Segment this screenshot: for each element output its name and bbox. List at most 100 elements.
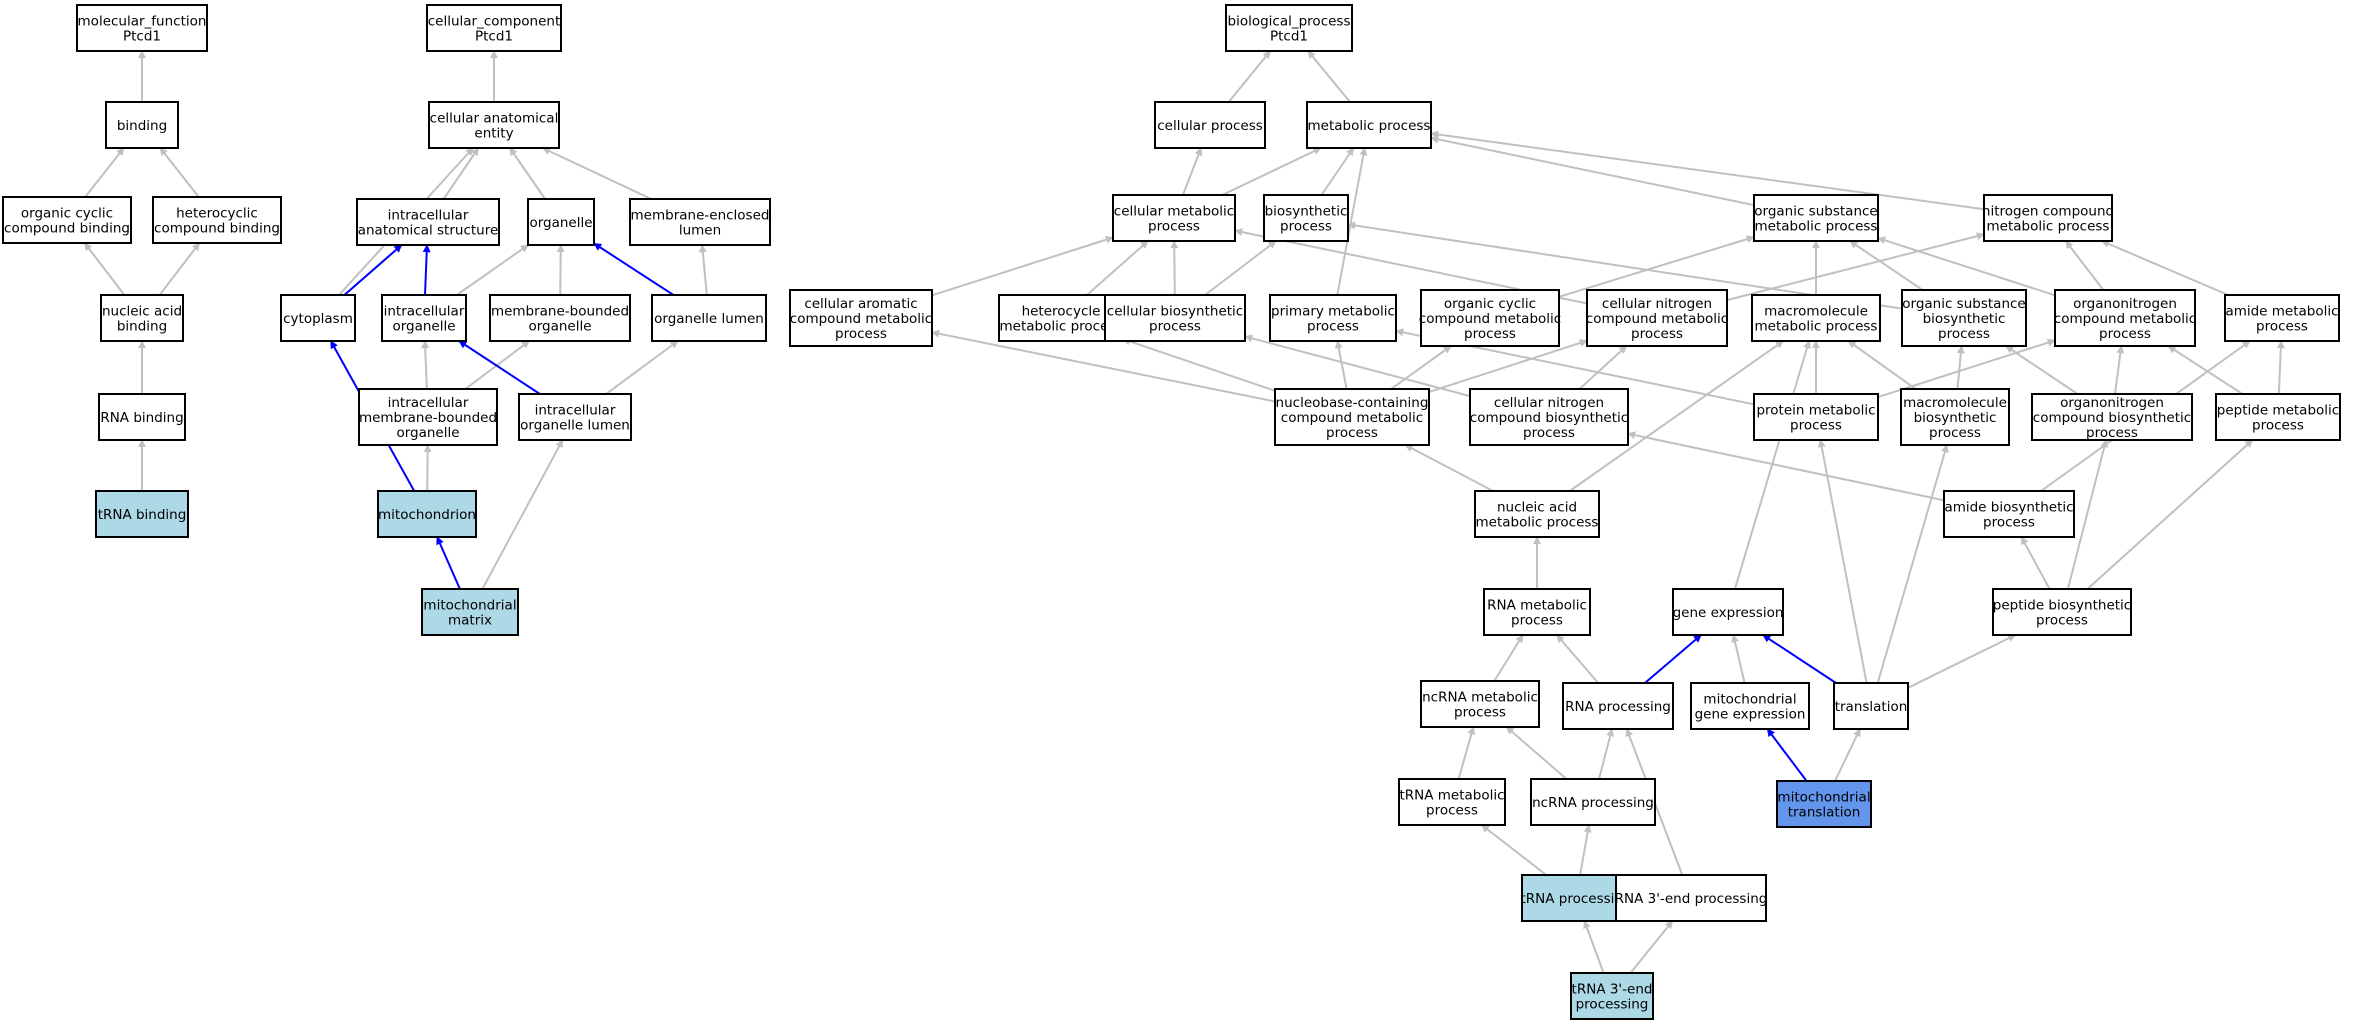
go-term-node-mito[interactable]: mitochondrion [377,490,477,538]
node-label: compound metabolic [1419,311,1561,327]
node-label: mitochondrial [1777,790,1870,806]
edge-org_lumen-to-organelle [593,242,675,296]
node-box [381,294,467,342]
go-term-node-cell-proc[interactable]: cellular process [1154,101,1266,149]
go-term-node-organelle[interactable]: organelle [527,198,595,246]
edge-line [1430,135,1755,207]
edge-line [509,147,546,200]
node-label: intracellular [388,395,469,411]
node-label: gene expression [1673,605,1784,621]
node-label: membrane-bounded [359,410,497,426]
edge-line [593,242,675,296]
edge-line [1877,338,2056,399]
node-box [2031,393,2193,441]
node-label: process [1307,319,1359,335]
edge-ncrna_proc-to-rna_proc [1598,728,1615,780]
edge-line [442,147,480,200]
go-term-node-trna-bind[interactable]: tRNA binding [95,490,189,538]
node-box [1420,680,1540,728]
edge-line [1733,340,1811,590]
node-label: metabolic process [1755,219,1878,235]
go-term-node-trna-proc[interactable]: tRNA processing [1520,874,1632,922]
node-box [421,588,519,636]
edge-cell_met-to-met_proc [1221,147,1322,196]
go-term-node-translation[interactable]: translation [1833,682,1909,730]
edge-line [458,340,541,395]
edge-intra_org-to-organelle [456,244,529,296]
edge-line [1244,334,1471,398]
edge-line [1762,634,1837,684]
edge-met_proc-to-bp_root [1307,50,1351,103]
node-label: organic substance [1754,204,1877,220]
node-label: organic substance [1902,296,2025,312]
go-term-node-cytoplasm[interactable]: cytoplasm [280,294,356,342]
go-term-node-met-proc[interactable]: metabolic process [1306,101,1432,149]
edge-cell_nitro_biosyn-to-cell_nitro_met [1578,345,1628,390]
edge-pep_biosyn-to-amide_biosyn [2020,536,2051,590]
go-term-node-ncrna-proc[interactable]: ncRNA processing [1530,778,1656,826]
node-label: process [1523,425,1575,441]
node-box [1992,588,2132,636]
edge-gene_expr-to-macro_met [1733,340,1811,590]
node-label: metabolic process [1987,219,2110,235]
node-label: ncRNA processing [1532,795,1654,811]
node-label: organic cyclic [21,206,113,222]
go-term-node-rna3-proc[interactable]: RNA 3'-end processing [1615,874,1768,922]
go-term-node-org-lumen[interactable]: organelle lumen [651,294,767,342]
edge-org_lumen-to-mem_lumen [698,244,708,296]
node-label: entity [474,126,513,142]
node-box [1521,874,1631,922]
go-term-node-rna-bind[interactable]: RNA binding [98,393,186,441]
go-term-node-binding[interactable]: binding [105,101,179,149]
go-term-node-rna-proc[interactable]: RNA processing [1562,682,1674,730]
node-label: RNA metabolic [1487,598,1587,614]
go-term-node-gene-expr[interactable]: gene expression [1672,588,1784,636]
edges-layer [83,50,2285,974]
node-label: compound biosynthetic [1470,410,1628,426]
edge-line [1556,634,1599,684]
